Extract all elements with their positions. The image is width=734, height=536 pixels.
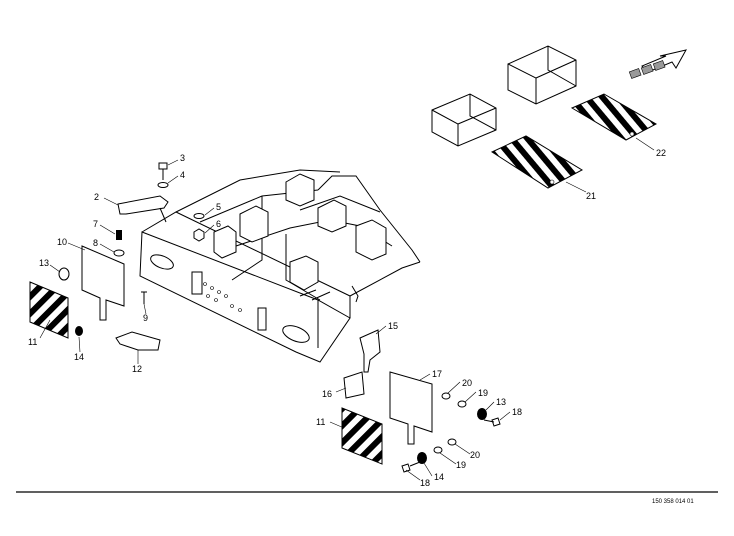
callout-label: 11 bbox=[28, 337, 37, 347]
part-7-spring bbox=[116, 230, 122, 240]
fastener-set-upper bbox=[441, 392, 501, 427]
direction-arrow bbox=[628, 49, 687, 79]
callout-label: 14 bbox=[434, 472, 444, 482]
callout-label: 5 bbox=[216, 202, 221, 212]
part-10-mud-flap-bracket bbox=[81, 245, 125, 321]
part-5-washer bbox=[193, 213, 205, 219]
callout-label: 18 bbox=[512, 407, 522, 417]
part-17-mud-flap-bracket bbox=[389, 371, 433, 445]
callout-label: 18 bbox=[420, 478, 430, 488]
callout-label: 22 bbox=[656, 148, 666, 158]
chassis-frame bbox=[139, 169, 421, 363]
callout-label: 19 bbox=[456, 460, 466, 470]
leader-lines bbox=[39, 137, 655, 481]
callout-labels: 3 4 2 5 6 7 8 10 13 9 11 14 12 22 21 15 … bbox=[28, 148, 666, 488]
guard-cover-upper bbox=[507, 45, 577, 105]
callout-label: 13 bbox=[39, 258, 49, 268]
callout-label: 4 bbox=[180, 170, 185, 180]
callout-label: 14 bbox=[74, 352, 84, 362]
guard-cover-lower bbox=[431, 93, 497, 147]
part-4-washer bbox=[157, 182, 169, 188]
callout-label: 20 bbox=[462, 378, 472, 388]
part-15-bracket bbox=[359, 329, 381, 373]
callout-label: 9 bbox=[143, 313, 148, 323]
fastener-set-lower bbox=[401, 438, 457, 473]
part-3-bolt bbox=[158, 162, 168, 180]
part-8-nut bbox=[113, 249, 125, 257]
callout-label: 20 bbox=[470, 450, 480, 460]
callout-label: 8 bbox=[93, 238, 98, 248]
callout-label: 19 bbox=[478, 388, 488, 398]
part-14-washer bbox=[75, 326, 83, 336]
callout-label: 3 bbox=[180, 153, 185, 163]
callout-label: 13 bbox=[496, 397, 506, 407]
part-12-bracket bbox=[115, 331, 161, 351]
warning-plate-21 bbox=[490, 135, 584, 189]
part-11-warning-sign bbox=[29, 281, 69, 339]
part-13-washer bbox=[58, 267, 70, 281]
part-16-bracket bbox=[343, 371, 365, 399]
callout-label: 15 bbox=[388, 321, 398, 331]
part-2-lever bbox=[117, 195, 169, 223]
warning-plate-22 bbox=[570, 93, 658, 141]
callout-label: 2 bbox=[94, 192, 99, 202]
part-9-pin bbox=[141, 291, 147, 304]
callout-label: 12 bbox=[132, 364, 142, 374]
part-6-nut bbox=[193, 228, 205, 242]
callout-label: 11 bbox=[316, 417, 325, 427]
callout-label: 21 bbox=[586, 191, 596, 201]
callout-label: 6 bbox=[216, 219, 221, 229]
callout-label: 10 bbox=[57, 237, 67, 247]
callout-label: 17 bbox=[432, 369, 442, 379]
callout-label: 7 bbox=[93, 219, 98, 229]
callout-label: 16 bbox=[322, 389, 332, 399]
drawing-number: 150 358 014 01 bbox=[652, 499, 694, 505]
part-11-warning-sign-right bbox=[341, 407, 383, 465]
